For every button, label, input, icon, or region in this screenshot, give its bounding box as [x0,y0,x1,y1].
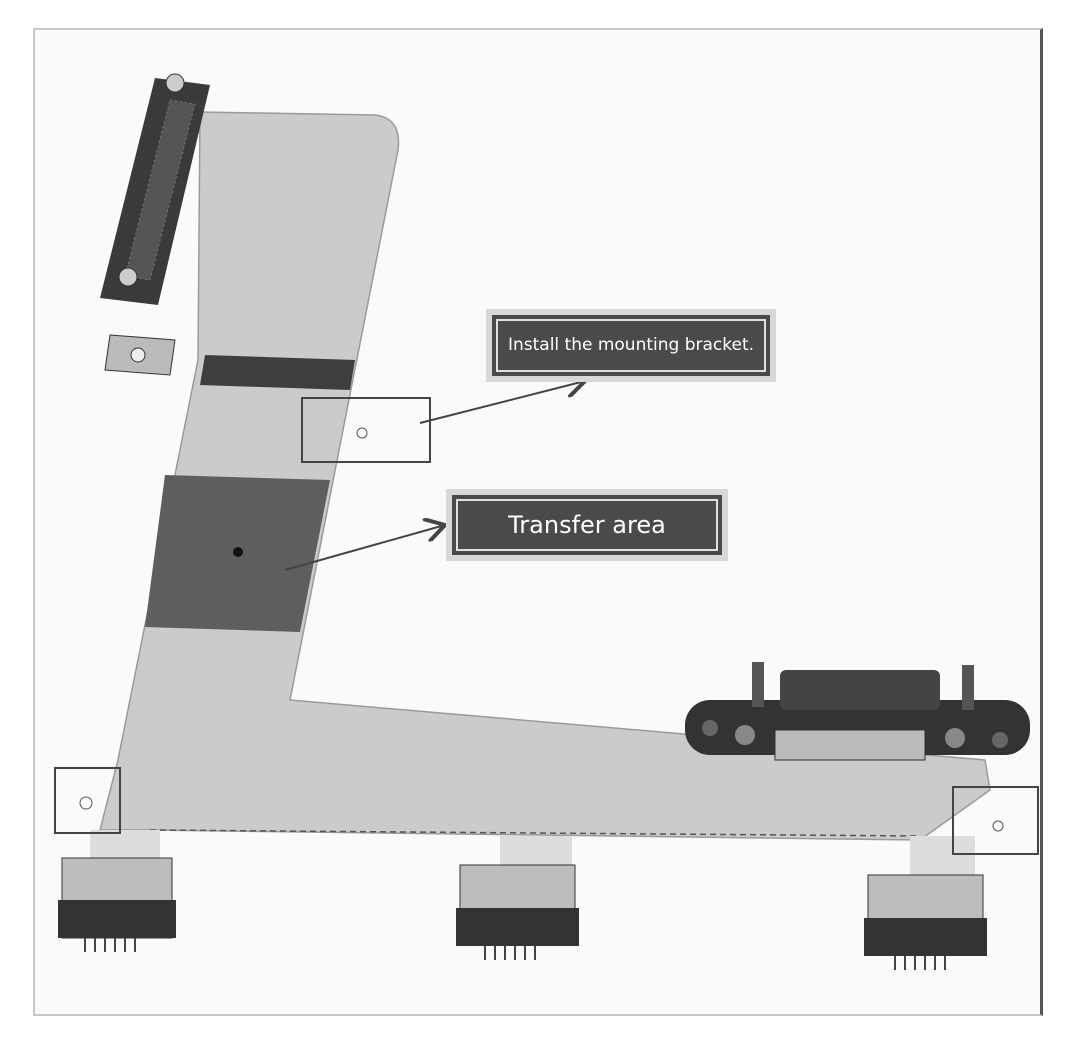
arrow-transfer-area [284,525,445,571]
fold-band [200,355,355,390]
bottom-connector-center [456,836,579,960]
bottom-connector-left [58,830,176,952]
tab-hole-right [992,820,1004,832]
highlight-box-left-tab [54,767,121,834]
top-left-connector [100,73,210,376]
mounting-hole [356,427,368,439]
dashed-edge [149,829,921,837]
right-connector [685,662,1030,761]
bottom-connector-right [864,836,987,970]
highlight-box-mounting-bracket [301,397,431,463]
transfer-hole [233,547,243,557]
arrow-mounting-bracket [419,381,585,424]
callout-mounting-bracket: Install the mounting bracket. [492,315,770,376]
callout-transfer-area: Transfer area [452,495,722,555]
tab-hole-left [79,796,93,810]
highlight-box-right-tab [952,786,1039,855]
